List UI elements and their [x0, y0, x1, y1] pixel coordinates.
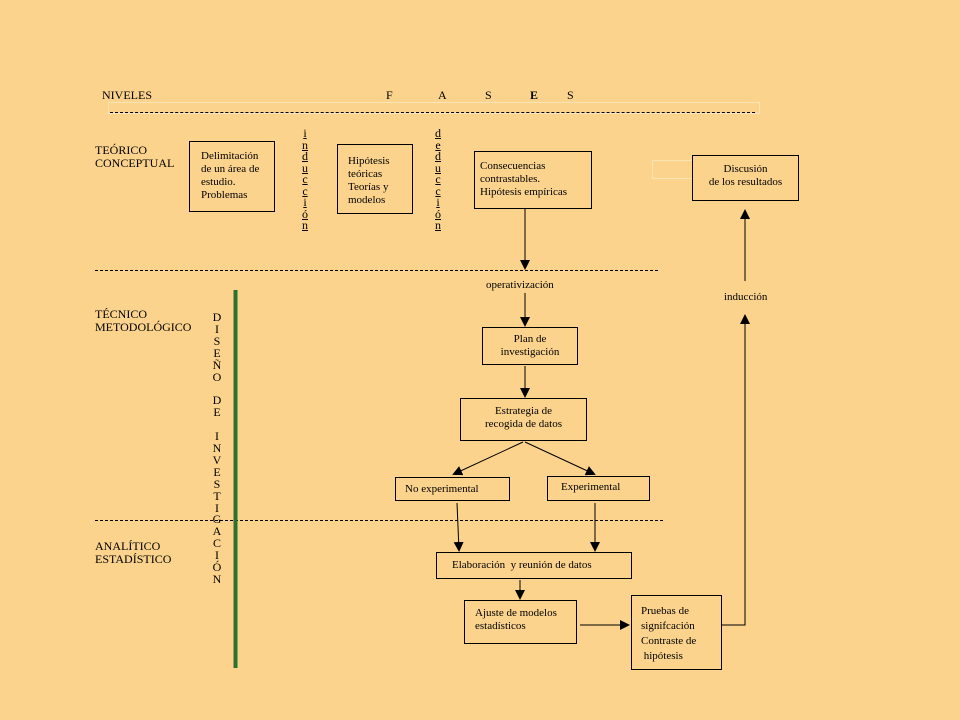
box-estrategia: Estrategia de recogida de datos	[460, 398, 587, 441]
deduccion-vertical-label: d e d u c c i ó n	[435, 126, 441, 232]
box-ajuste-text: Ajuste de modelos estadísticos	[475, 607, 557, 632]
box-elaboracion-text: Elaboración y reunión de datos	[452, 559, 592, 571]
box-hipotesis-teoricas: Hipótesis teóricas Teorías y modelos	[337, 144, 413, 214]
arrow-estrategia-experimental	[524, 441, 596, 476]
niveles-label: NIVELES	[102, 88, 152, 102]
box-no-experimental-text: No experimental	[405, 483, 479, 495]
box-pruebas-text: Pruebas de signifcación Contraste de hip…	[641, 605, 697, 662]
box-pruebas: Pruebas de signifcación Contraste de hip…	[631, 595, 722, 670]
divider-teorico-tecnico	[95, 270, 658, 271]
box-delimitacion-text: Delimitación de un área de estudio. Prob…	[201, 150, 260, 201]
box-plan-text: Plan de investigación	[500, 333, 560, 358]
diseno-de-investigacion-vertical-label: D I S E Ñ O D E I N V E S T I G A C I Ó …	[212, 310, 222, 586]
fases-letter-e: E	[530, 88, 539, 102]
divider-tecnico-analitico	[95, 520, 663, 521]
induccion-right-label: inducción	[724, 291, 768, 303]
level-analitico-estadistico: ANALÍTICO ESTADÍSTICO	[95, 539, 172, 566]
fases-letter-s1: S	[485, 88, 492, 102]
box-delimitacion: Delimitación de un área de estudio. Prob…	[189, 141, 275, 212]
header-frame	[108, 102, 760, 114]
arrow-pruebas-induccion	[722, 314, 750, 626]
fases-letter-s2: S	[567, 88, 574, 102]
level-teorico-conceptual: TEÓRICO CONCEPTUAL	[95, 143, 175, 170]
box-consecuencias-text: Consecuencias contrastables. Hipótesis e…	[480, 160, 568, 198]
box-consecuencias: Consecuencias contrastables. Hipótesis e…	[474, 151, 592, 209]
box-experimental-text: Experimental	[561, 481, 621, 493]
level-tecnico-metodologico: TÉCNICO METODOLÓGICO	[95, 307, 192, 334]
arrow-estrategia-no-experimental	[452, 441, 524, 476]
box-no-experimental: No experimental	[395, 477, 510, 501]
box-discusion: Discusión de los resultados	[692, 155, 799, 201]
box-estrategia-text: Estrategia de recogida de datos	[485, 405, 562, 430]
box-ajuste: Ajuste de modelos estadísticos	[464, 600, 577, 644]
box-discusion-text: Discusión de los resultados	[708, 163, 783, 188]
box-plan-investigacion: Plan de investigación	[482, 327, 578, 365]
operativizacion-label: operativización	[486, 279, 554, 291]
induccion-vertical-label: i n d u c c i ó n	[302, 126, 308, 232]
fases-letter-f: F	[386, 88, 393, 102]
header-divider	[110, 112, 755, 113]
box-experimental: Experimental	[547, 476, 650, 501]
box-elaboracion: Elaboración y reunión de datos	[436, 552, 632, 579]
arrow-no-experimental-elaboracion	[453, 502, 464, 552]
box-hipotesis-text: Hipótesis teóricas Teorías y modelos	[348, 155, 390, 206]
fases-letter-a: A	[438, 88, 447, 102]
